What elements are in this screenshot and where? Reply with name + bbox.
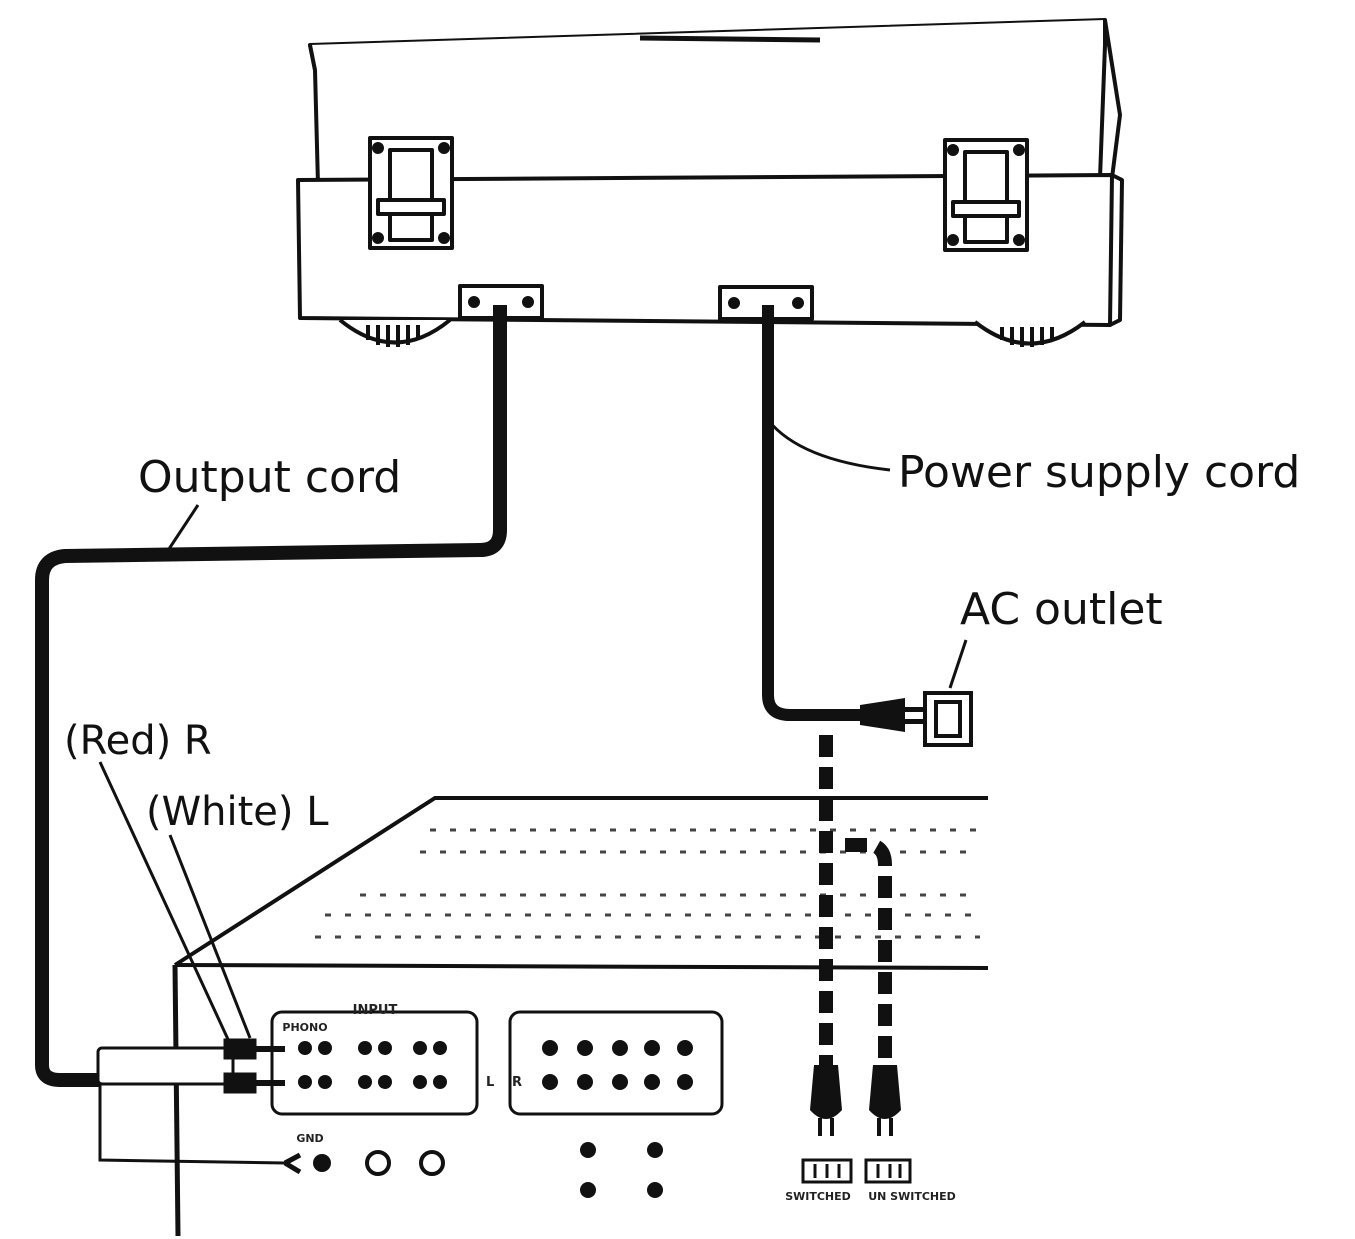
dashed-cord-unswitched	[845, 838, 892, 1065]
turntable-foot-left	[338, 318, 452, 347]
power-supply-cord-label: Power supply cord	[898, 447, 1300, 498]
rca-plug-block	[96, 1038, 285, 1094]
output-cord-label: Output cord	[138, 452, 401, 503]
ground-wire	[98, 1084, 286, 1165]
gnd-label: GND	[296, 1132, 323, 1145]
aux-knobs	[365, 1150, 445, 1176]
output-jack-group	[508, 1010, 724, 1116]
input-label: INPUT	[353, 1003, 398, 1018]
gnd-terminal	[313, 1154, 331, 1172]
red-r-label: (Red) R	[64, 718, 212, 764]
unswitched-outlet	[864, 1158, 912, 1184]
l-mark: L	[486, 1075, 494, 1090]
r-mark: R	[512, 1075, 522, 1090]
ground-lug	[283, 1152, 302, 1175]
phono-label: PHONO	[282, 1021, 327, 1034]
amp-plug-unswitched	[869, 1065, 901, 1136]
power-supply-cord	[762, 305, 872, 721]
hinge-left	[368, 136, 454, 250]
ac-outlet	[923, 691, 973, 747]
amp-plug-switched	[810, 1065, 842, 1136]
amplifier	[172, 796, 989, 1237]
output-jacks	[542, 1040, 693, 1198]
ac-outlet-label: AC outlet	[960, 584, 1163, 635]
switched-label: SWITCHED	[785, 1190, 851, 1203]
unswitched-label: UN SWITCHED	[868, 1190, 956, 1203]
power-plug	[860, 698, 925, 732]
white-l-label: (White) L	[146, 789, 329, 835]
leader-lines	[98, 419, 968, 1049]
output-cord	[35, 305, 507, 1087]
switched-outlet	[801, 1158, 853, 1184]
turntable	[296, 18, 1124, 347]
vent-pattern	[315, 828, 980, 939]
hinge-right	[943, 138, 1029, 252]
input-jacks	[298, 1041, 447, 1089]
turntable-foot-right	[973, 320, 1087, 347]
